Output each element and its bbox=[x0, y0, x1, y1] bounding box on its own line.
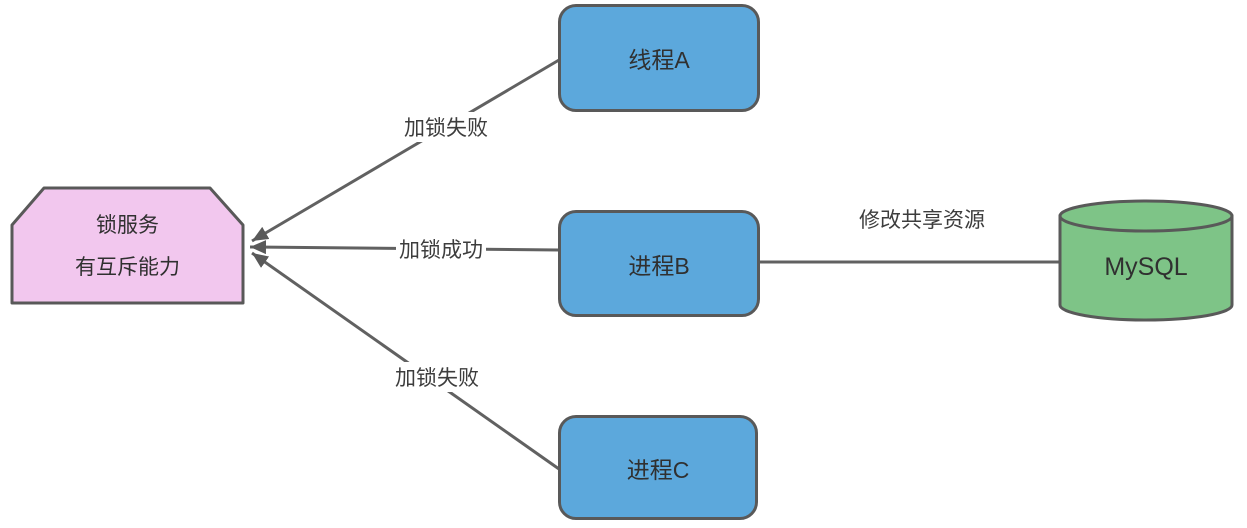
node-process-c-label: 进程C bbox=[626, 456, 690, 483]
node-process-b: 进程B bbox=[558, 210, 760, 317]
edge-label-process-b-to-lock: 加锁成功 bbox=[396, 234, 486, 264]
edge-label-process-b-to-mysql: 修改共享资源 bbox=[859, 209, 985, 232]
node-thread-a-label: 线程A bbox=[628, 47, 690, 73]
edge-thread-a-to-lock bbox=[251, 58, 560, 243]
lock-service-shape bbox=[10, 186, 245, 305]
mysql-cylinder-body bbox=[1058, 214, 1234, 322]
edge-label-thread-a-to-lock: 加锁失败 bbox=[401, 112, 491, 142]
node-process-c: 进程C bbox=[558, 415, 758, 520]
edge-label-process-c-to-lock: 加锁失败 bbox=[392, 362, 482, 392]
node-process-b-label: 进程B bbox=[628, 252, 690, 279]
mysql-cylinder-top bbox=[1058, 199, 1234, 233]
edge-process-c-to-lock bbox=[251, 251, 560, 471]
node-thread-a: 线程A bbox=[558, 4, 760, 112]
